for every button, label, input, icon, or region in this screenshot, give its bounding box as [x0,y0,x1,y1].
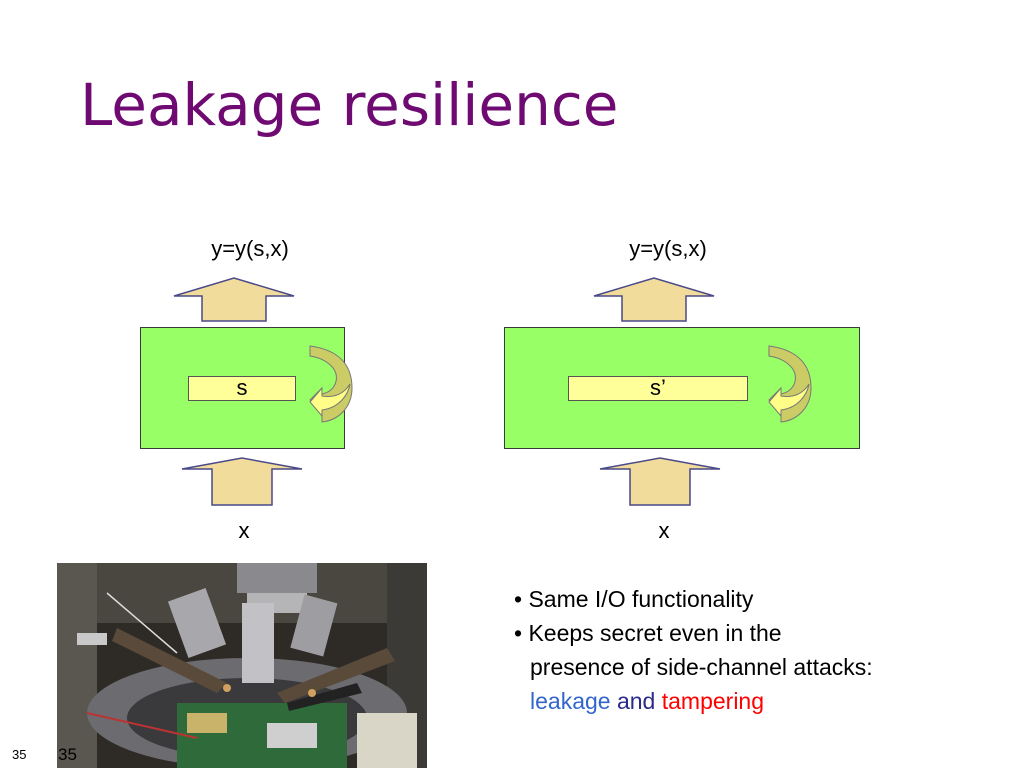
left-input-arrow [181,457,303,506]
right-secret-bar: s’ [568,376,748,401]
slide-title: Leakage resilience [80,71,619,139]
right-input-arrow [599,457,721,506]
right-output-arrow [593,277,715,322]
bullet-item-attacks: leakage and tampering [514,684,873,718]
right-output-label: y=y(s,x) [629,236,707,261]
left-output-arrow [173,277,295,322]
left-secret-bar: s [188,376,296,401]
left-output-label: y=y(s,x) [211,236,289,261]
lab-microscope-photo [57,563,427,768]
bullet-item-secret-line2: presence of side-channel attacks: [530,654,873,680]
leakage-word: leakage [530,688,611,714]
page-number-overlay: 35 [58,745,77,764]
bullet-item-io: • Same I/O functionality [514,586,754,612]
bullet-list: • Same I/O functionality • Keeps secret … [514,582,873,718]
left-refresh-arrow-icon [309,345,353,423]
right-input-label: x [658,518,670,543]
left-input-label: x [238,518,250,543]
bullet-item-secret: • Keeps secret even in the [514,620,782,646]
right-refresh-arrow-icon [768,345,812,423]
and-word: and [616,688,656,714]
tampering-word: tampering [661,688,765,714]
page-number: 35 [12,747,27,762]
